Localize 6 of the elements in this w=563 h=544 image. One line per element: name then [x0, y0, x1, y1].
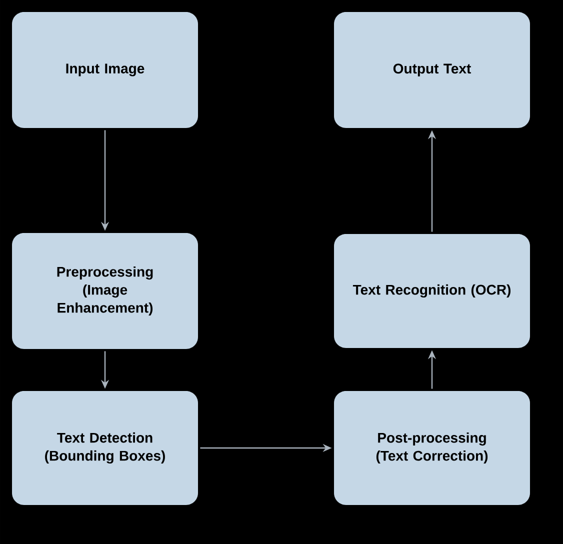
process-box: Input Image [12, 12, 198, 128]
process-box: Text Detection (Bounding Boxes) [12, 390, 198, 505]
process-box: Text Recognition (OCR) [334, 234, 530, 348]
process-box: Output Text [334, 12, 530, 128]
process-box: Post-processing (Text Correction) [334, 390, 530, 505]
process-box: Preprocessing (Image Enhancement) [12, 233, 198, 349]
